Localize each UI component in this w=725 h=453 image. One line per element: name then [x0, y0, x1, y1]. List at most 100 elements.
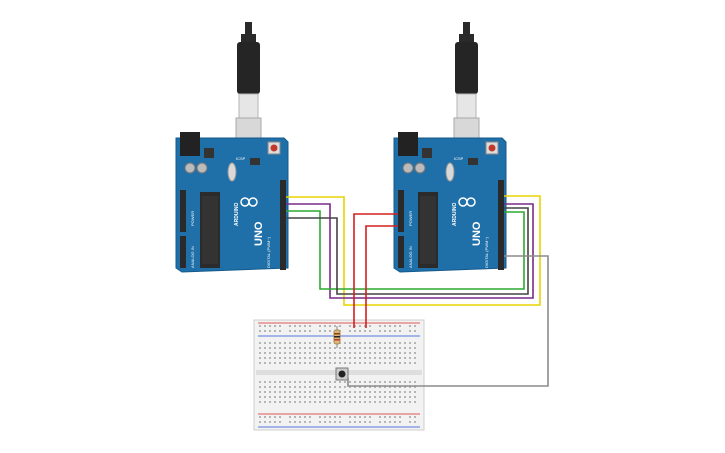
breadboard-hole	[294, 386, 296, 388]
breadboard-hole	[274, 401, 276, 403]
breadboard-hole	[409, 352, 411, 354]
breadboard-hole	[389, 381, 391, 383]
wire-red-2[interactable]	[365, 225, 398, 328]
breadboard-hole	[359, 347, 361, 349]
breadboard-hole	[339, 421, 341, 423]
breadboard-hole	[329, 352, 331, 354]
breadboard-hole	[294, 362, 296, 364]
breadboard-hole	[339, 416, 341, 418]
breadboard-hole	[324, 347, 326, 349]
wire-red-1[interactable]	[353, 213, 398, 328]
breadboard-hole	[384, 391, 386, 393]
breadboard-hole	[349, 421, 351, 423]
breadboard-hole	[349, 362, 351, 364]
breadboard-hole	[274, 330, 276, 332]
breadboard-hole	[269, 347, 271, 349]
breadboard-hole	[409, 416, 411, 418]
breadboard-hole	[384, 357, 386, 359]
breadboard-hole	[294, 421, 296, 423]
breadboard-hole	[369, 416, 371, 418]
breadboard-hole	[269, 386, 271, 388]
breadboard-hole	[264, 401, 266, 403]
arduino-board-right[interactable]: ICSP ARDUINO UNO DIGITAL (PWM~) ANALOG I…	[393, 22, 507, 273]
breadboard-hole	[279, 330, 281, 332]
breadboard-hole	[314, 362, 316, 364]
breadboard-hole	[304, 396, 306, 398]
breadboard-hole	[294, 381, 296, 383]
breadboard-hole	[364, 352, 366, 354]
breadboard-hole	[389, 421, 391, 423]
breadboard-hole	[299, 421, 301, 423]
pushbutton-icon[interactable]	[335, 367, 349, 381]
breadboard-hole	[274, 362, 276, 364]
breadboard-hole	[359, 352, 361, 354]
breadboard-hole	[289, 416, 291, 418]
wire-green[interactable]	[286, 210, 525, 290]
breadboard-hole	[404, 401, 406, 403]
breadboard-hole	[269, 381, 271, 383]
breadboard-hole	[279, 401, 281, 403]
breadboard-hole	[364, 391, 366, 393]
breadboard-hole	[344, 381, 346, 383]
breadboard-hole	[349, 357, 351, 359]
breadboard-hole	[294, 342, 296, 344]
breadboard-hole	[354, 391, 356, 393]
breadboard-hole	[364, 401, 366, 403]
wire-dark[interactable]	[286, 207, 529, 295]
breadboard-hole	[314, 401, 316, 403]
breadboard-hole	[384, 416, 386, 418]
breadboard-hole	[259, 330, 261, 332]
breadboard-hole	[394, 330, 396, 332]
breadboard-hole	[324, 381, 326, 383]
breadboard-hole	[379, 421, 381, 423]
breadboard-hole	[349, 416, 351, 418]
breadboard-hole	[284, 386, 286, 388]
breadboard-hole	[299, 381, 301, 383]
breadboard-hole	[269, 362, 271, 364]
breadboard-hole	[344, 352, 346, 354]
breadboard-hole	[299, 325, 301, 327]
breadboard-hole	[409, 381, 411, 383]
breadboard-hole	[369, 421, 371, 423]
breadboard-hole	[374, 401, 376, 403]
breadboard-hole	[334, 352, 336, 354]
breadboard-hole	[344, 401, 346, 403]
breadboard-hole	[324, 401, 326, 403]
breadboard-hole	[284, 342, 286, 344]
breadboard-hole	[264, 421, 266, 423]
breadboard-hole	[324, 357, 326, 359]
resistor-icon[interactable]	[333, 326, 341, 348]
breadboard-hole	[259, 352, 261, 354]
breadboard-hole	[379, 352, 381, 354]
breadboard-hole	[299, 330, 301, 332]
wire-gray[interactable]	[347, 255, 549, 387]
breadboard-hole	[309, 362, 311, 364]
breadboard-hole	[389, 330, 391, 332]
breadboard-hole	[269, 421, 271, 423]
breadboard-hole	[349, 396, 351, 398]
breadboard-hole	[274, 421, 276, 423]
breadboard-hole	[354, 342, 356, 344]
breadboard-hole	[334, 357, 336, 359]
breadboard-hole	[359, 381, 361, 383]
arduino-board-left[interactable]: ICSP ARDUINO UNO DIGITAL (PWM~) ANALOG I…	[175, 22, 289, 273]
breadboard-hole	[259, 401, 261, 403]
breadboard-hole	[279, 325, 281, 327]
breadboard-hole	[409, 325, 411, 327]
dc-jack-icon	[180, 132, 200, 156]
breadboard-hole	[259, 396, 261, 398]
breadboard-hole	[324, 342, 326, 344]
breadboard-hole	[289, 357, 291, 359]
breadboard-hole	[349, 401, 351, 403]
wire-purple[interactable]	[286, 203, 534, 299]
wire-yellow[interactable]	[286, 195, 541, 306]
breadboard-hole	[294, 401, 296, 403]
breadboard-hole	[414, 325, 416, 327]
breadboard-hole	[364, 342, 366, 344]
breadboard-hole	[284, 396, 286, 398]
analog-label: ANALOG IN	[408, 246, 413, 268]
breadboard-hole	[309, 330, 311, 332]
breadboard-hole	[324, 421, 326, 423]
breadboard-hole	[369, 362, 371, 364]
breadboard-hole	[294, 347, 296, 349]
